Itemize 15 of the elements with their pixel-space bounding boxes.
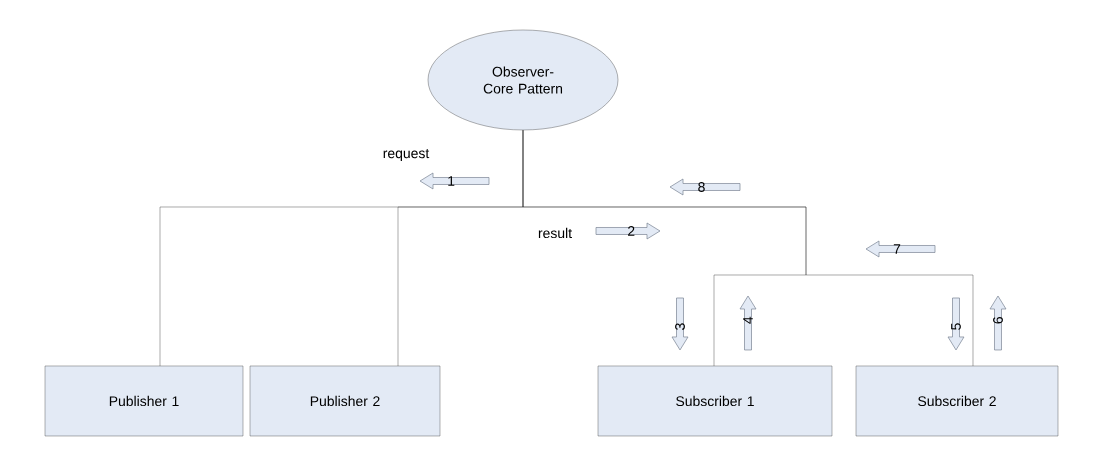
component-box: Publisher 1	[44, 365, 244, 437]
component-box: Subscriber 1	[597, 365, 833, 437]
step-number: 3	[675, 323, 685, 330]
step-number: 8	[698, 182, 705, 192]
step-number: 4	[743, 316, 753, 324]
component-box: Subscriber 2	[855, 365, 1059, 437]
component-box: Publisher 2	[249, 365, 441, 437]
connector-line	[522, 130, 974, 367]
step-number: 7	[893, 244, 901, 254]
flow-label: result	[538, 227, 572, 239]
step-number: 1	[448, 176, 455, 186]
flow-label: request	[383, 149, 430, 161]
step-number: 2	[628, 226, 635, 236]
step-number: 6	[993, 317, 1003, 324]
step-number: 5	[951, 323, 961, 330]
